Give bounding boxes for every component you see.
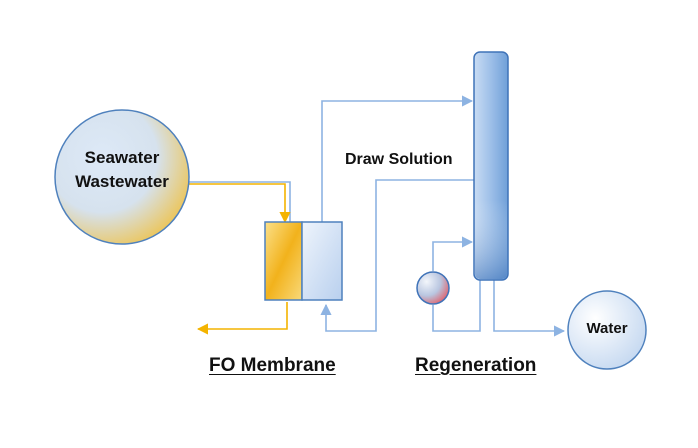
fo-membrane-caption: FO Membrane bbox=[209, 355, 336, 376]
draw-solution-label: Draw Solution bbox=[345, 151, 453, 168]
diluted-draw-to-column-line bbox=[321, 95, 474, 222]
water-product-circle bbox=[567, 290, 647, 370]
feed-source-label: Seawater Wastewater bbox=[62, 146, 182, 194]
regeneration-caption: Regeneration bbox=[415, 355, 537, 376]
feed-source-line2: Wastewater bbox=[75, 172, 169, 191]
reboiler-return-line bbox=[432, 236, 474, 271]
draw-flow-lines bbox=[284, 95, 566, 337]
fo-membrane-module bbox=[264, 221, 343, 301]
reboiler-pump bbox=[416, 271, 450, 305]
feed-source-circle bbox=[54, 109, 190, 245]
concentrated-draw-return-line bbox=[320, 179, 474, 332]
feed-side-chamber bbox=[264, 221, 303, 301]
reboiler-loop-line bbox=[432, 280, 481, 332]
feed-outlet-line bbox=[196, 302, 288, 335]
feed-inlet-line-orange bbox=[188, 183, 291, 224]
draw-side-chamber bbox=[301, 221, 343, 301]
feed-source-line1: Seawater bbox=[84, 148, 160, 167]
regeneration-column bbox=[473, 51, 509, 281]
feed-flow-lines bbox=[188, 181, 291, 335]
water-product-line bbox=[493, 280, 566, 337]
water-product-label: Water bbox=[586, 320, 628, 337]
feed-inlet-line-blue bbox=[188, 181, 291, 222]
